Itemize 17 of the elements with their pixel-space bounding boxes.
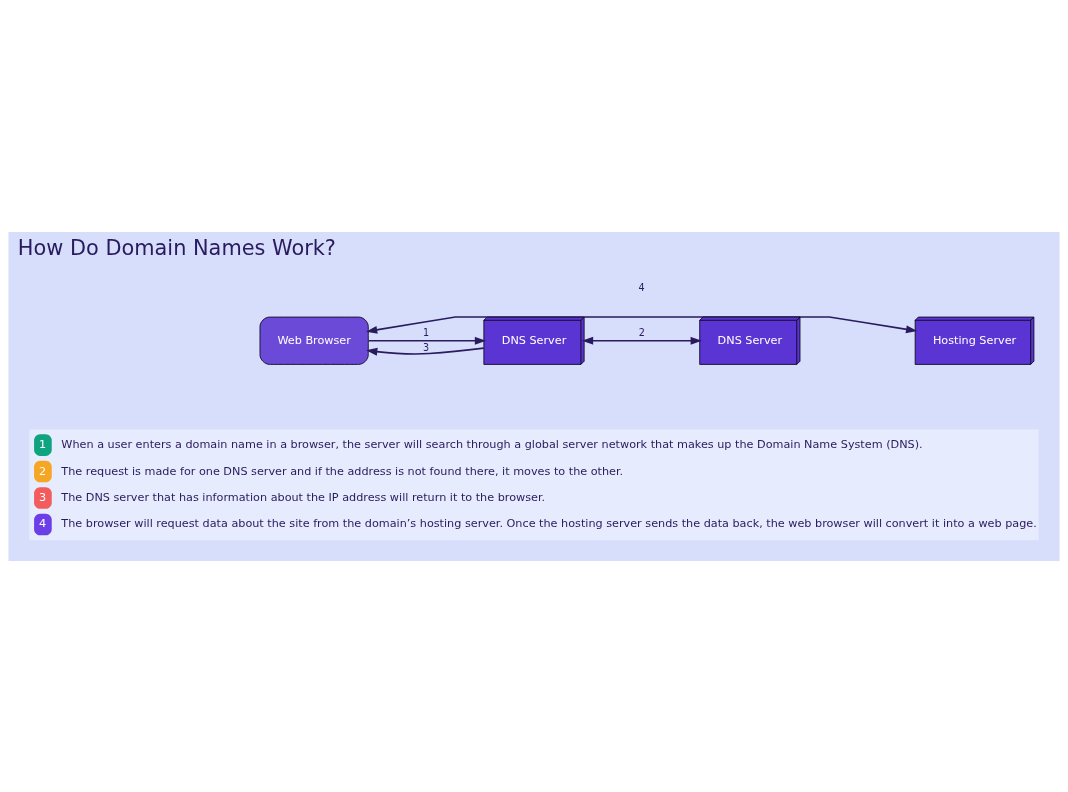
label: The browser will request data about the site from the domain’s hosting server. Once the hosting server sends the data back, the web browser will convert it into a web page. [61,516,1037,530]
label: 3 [38,490,47,504]
label: When a user enters a domain name in a browser, the server will search through a global server network that makes up the Domain Name System (DNS). [61,437,923,451]
diagram-title: How Do Domain Names Work? [17,235,336,260]
arrow [366,346,485,356]
edge-label: 4 [638,281,645,293]
label: 4 [38,516,47,530]
label: The request is made for one DNS server and if the address is not found there, it moves to the other. [61,464,624,477]
label: 1 [38,437,47,451]
edge-label: 2 [638,326,645,338]
node-box: Web Browser [259,316,369,365]
label: The DNS server that has information about the IP address will return it to the browser. [61,490,546,504]
edge-label: 3 [423,341,430,353]
label: 2 [38,464,47,477]
edge-label: 1 [423,326,430,338]
arrow [581,336,702,345]
arrow [367,336,487,345]
